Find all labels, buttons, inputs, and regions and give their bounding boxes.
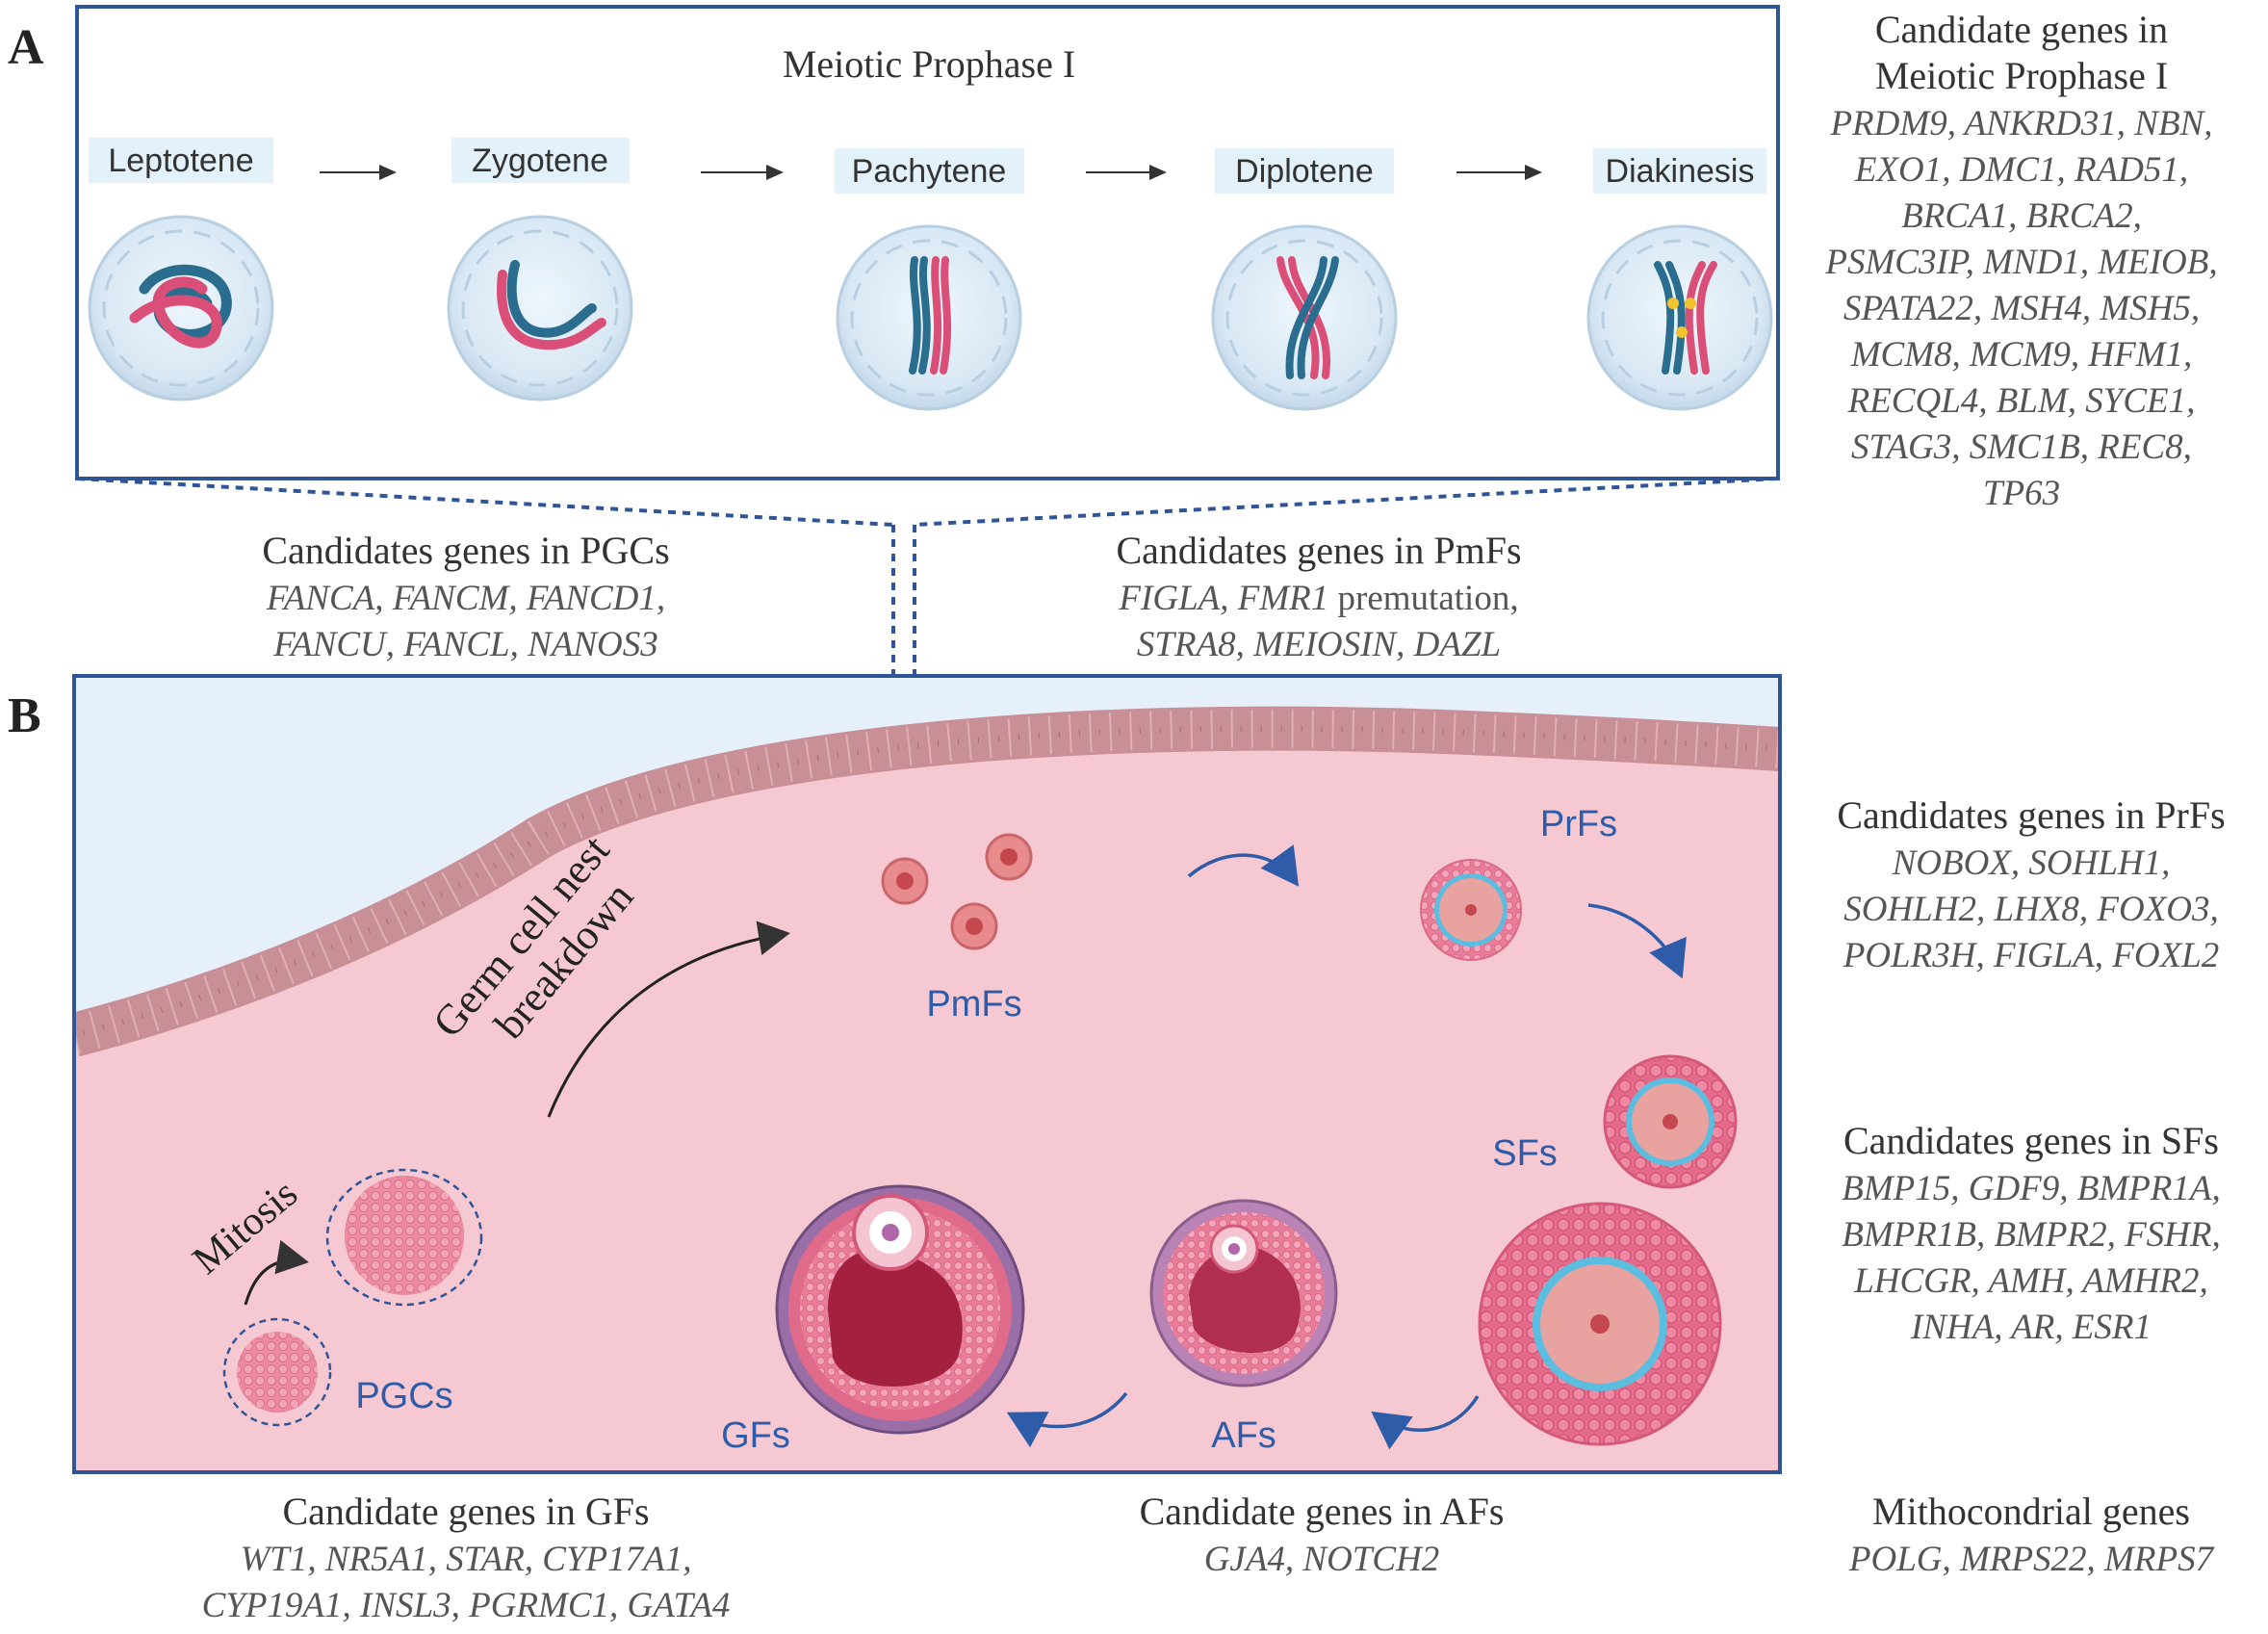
gene-line: BRCA1, BRCA2, (1901, 196, 2142, 236)
stage-label-afs: AFs (1211, 1415, 1276, 1456)
gene-block-pgcs: Candidates genes in PGCs FANCA, FANCM, F… (262, 529, 669, 664)
flow-arrow (1006, 1391, 1128, 1448)
gene-line: POLR3H, FIGLA, FOXL2 (1843, 936, 2220, 975)
gene-line: TP63 (1983, 474, 2060, 513)
gene-heading: Candidates genes in PmFs (1116, 529, 1521, 572)
stage-label-sfs: SFs (1492, 1133, 1558, 1174)
gene-line: STRA8, MEIOSIN, DAZL (1137, 625, 1501, 664)
diakinesis-cell (1586, 224, 1773, 411)
gene-block-sfs: Candidates genes in SFs BMP15, GDF9, BMP… (1842, 1119, 2221, 1347)
panel-b-frame (72, 674, 1782, 1474)
stage-label-diakinesis: Diakinesis (1593, 148, 1766, 194)
stage-label-pmfs: PmFs (926, 984, 1021, 1024)
stage-label-pgcs: PGCs (355, 1376, 452, 1416)
nest-breakdown-arrow (547, 921, 790, 1118)
stage-label-zygotene: Zygotene (451, 138, 630, 183)
stage-label-text: Pachytene (852, 153, 1007, 190)
meiosis-title: Meiotic Prophase I (783, 42, 1075, 86)
gene-heading: Meiotic Prophase I (1875, 54, 2168, 97)
gene-line: FANCA, FANCM, FANCD1, (266, 579, 665, 618)
pachytene-cell (836, 224, 1022, 411)
flow-arrow (1587, 903, 1687, 979)
secondary-follicle (1603, 1054, 1738, 1189)
diplotene-cell (1211, 224, 1398, 411)
panel-a-letter: A (8, 20, 44, 75)
gene-line: RECQL4, BLM, SYCE1, (1847, 381, 2196, 421)
late-secondary-follicle (1478, 1202, 1722, 1446)
gene-heading: Candidate genes in AFs (1140, 1490, 1505, 1533)
gene-line: MCM8, MCM9, HFM1, (1850, 335, 2193, 375)
stage-label-text: Diplotene (1235, 153, 1374, 190)
pgc-cluster-large (325, 1168, 483, 1307)
gene-plain: premutation, (1328, 579, 1518, 618)
gene-heading: Candidates genes in PrFs (1837, 793, 2225, 837)
gene-heading: Candidates genes in PGCs (262, 529, 669, 572)
flow-arrow (1187, 844, 1300, 887)
panel-b-letter: B (8, 688, 41, 743)
surface-epithelium (74, 706, 1780, 1057)
gene-line: BMP15, GDF9, BMPR1A, (1842, 1169, 2221, 1208)
gene-block-gfs: Candidate genes in GFs WT1, NR5A1, STAR,… (202, 1490, 731, 1625)
gene-line: STAG3, SMC1B, REC8, (1851, 428, 2192, 467)
flow-arrow (1371, 1395, 1480, 1450)
gene-line: FANCU, FANCL, NANOS3 (272, 625, 658, 664)
gene-line: EXO1, DMC1, RAD51, (1854, 150, 2188, 190)
stage-label-gfs: GFs (721, 1415, 790, 1456)
gene-line: SPATA22, MSH4, MSH5, (1843, 289, 2200, 328)
gene-line: NOBOX, SOHLH1, (1892, 843, 2171, 883)
gene-heading: Mithocondrial genes (1872, 1490, 2190, 1533)
stage-label-diplotene: Diplotene (1215, 148, 1394, 194)
gene-line: BMPR1B, BMPR2, FSHR, (1842, 1215, 2221, 1255)
mitosis-arrow (244, 1239, 309, 1306)
stage-label-text: Leptotene (108, 143, 253, 179)
graafian-follicle (775, 1184, 1025, 1435)
primordial-follicles (881, 833, 1033, 950)
gene-italic: FMR1 (1237, 579, 1329, 618)
gene-block-mito: Mithocondrial genes POLG, MRPS22, MRPS7 (1848, 1490, 2215, 1579)
gene-line: PRDM9, ANKRD31, NBN, (1829, 104, 2212, 143)
gene-block-pmfs: Candidates genes in PmFs FIGLA, FMR1 pre… (1116, 529, 1521, 664)
gene-line: WT1, NR5A1, STAR, CYP17A1, (240, 1540, 691, 1579)
gene-line: GJA4, NOTCH2 (1204, 1540, 1440, 1579)
stage-label-text: Diakinesis (1606, 153, 1755, 190)
antral-follicle (1149, 1199, 1338, 1388)
gene-line: POLG, MRPS22, MRPS7 (1848, 1540, 2215, 1579)
gene-heading: Candidates genes in SFs (1843, 1119, 2219, 1162)
stage-label-text: Zygotene (472, 143, 608, 179)
gene-line: PSMC3IP, MND1, MEIOB, (1824, 243, 2217, 282)
gene-italic: FIGLA, (1118, 579, 1237, 618)
zygotene-cell (447, 215, 633, 402)
gene-block-afs: Candidate genes in AFs GJA4, NOTCH2 (1140, 1490, 1505, 1579)
gene-heading: Candidate genes in GFs (282, 1490, 649, 1533)
gene-heading: Candidate genes in (1875, 8, 2168, 51)
gene-line: INHA, AR, ESR1 (1910, 1308, 2152, 1347)
stage-label-leptotene: Leptotene (89, 138, 273, 183)
gene-line: LHCGR, AMH, AMHR2, (1853, 1261, 2208, 1301)
gene-block-prfs: Candidates genes in PrFs NOBOX, SOHLH1, … (1837, 793, 2225, 975)
gene-line: CYP19A1, INSL3, PGRMC1, GATA4 (202, 1586, 731, 1625)
stage-label-pachytene: Pachytene (835, 148, 1024, 194)
pgc-cluster-small (222, 1317, 332, 1427)
gene-line-mixed: FIGLA, FMR1 premutation, (1118, 579, 1518, 618)
primary-follicle (1420, 859, 1522, 961)
stage-label-prfs: PrFs (1540, 804, 1617, 844)
gene-block-meiotic: Candidate genes in Meiotic Prophase I PR… (1824, 8, 2217, 513)
gene-line: SOHLH2, LHX8, FOXO3, (1843, 890, 2219, 929)
leptotene-cell (88, 215, 274, 402)
ovarian-tissue (74, 728, 1780, 1472)
